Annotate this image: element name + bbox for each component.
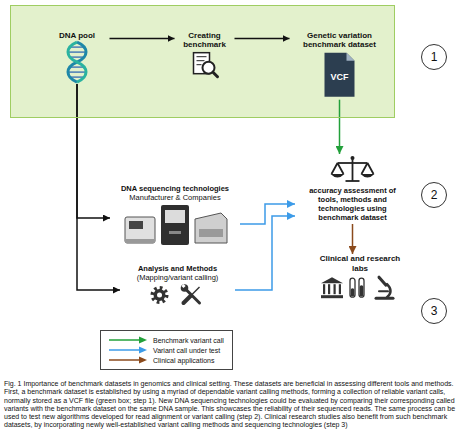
step-number: 1 <box>421 44 447 70</box>
sequencer-machines <box>125 205 227 245</box>
node-heading: Creating benchmark <box>177 31 233 50</box>
method-node: Analysis and Methods(Mapping/variant cal… <box>120 264 235 308</box>
legend-entry: Benchmark variant call <box>109 335 224 345</box>
vcf-file-icon <box>325 53 355 97</box>
flow-arrow <box>235 38 290 40</box>
flow-arrow <box>110 38 175 40</box>
flow-arrow <box>352 224 354 254</box>
step-number-text: 1 <box>431 50 438 64</box>
process-node: Creating benchmark <box>175 30 235 80</box>
assessment-node: accuracy assessment of tools, methods an… <box>295 154 410 224</box>
technology-node: DNA sequencing technologiesManufacturer … <box>110 184 240 248</box>
flow-arrow <box>339 100 341 154</box>
step-number-text: 3 <box>431 304 438 318</box>
search-document-icon <box>194 53 218 77</box>
legend-label: Clinical applications <box>153 357 214 364</box>
step-number-text: 2 <box>431 188 438 202</box>
legend-arrow-sample <box>109 356 147 364</box>
source-node: DNA pool <box>45 30 110 85</box>
node-heading: DNA pool <box>47 31 108 41</box>
legend-box: Benchmark variant callVariant call under… <box>100 330 233 370</box>
dataset-node: Genetic variation benchmark dataset <box>290 30 390 100</box>
flow-arrow <box>77 84 110 218</box>
flow-arrow <box>77 84 120 290</box>
step-number: 3 <box>421 298 447 324</box>
node-subtext: Manufacturer & Companies <box>112 193 238 202</box>
node-heading: Clinical and research labs <box>317 254 403 273</box>
tools-icons <box>153 284 200 303</box>
node-heading: Genetic variation benchmark dataset <box>292 31 388 50</box>
dna-helix-icon <box>68 42 86 82</box>
file-format-label: VCF <box>331 73 349 82</box>
caption-text: Fig. 1 Importance of benchmark datasets … <box>4 380 470 430</box>
step-one-fill <box>10 5 395 118</box>
legend-entry: Clinical applications <box>109 355 224 365</box>
application-node: Clinical and research labs <box>315 254 405 303</box>
flow-arrow <box>235 216 295 290</box>
legend-arrow-sample <box>109 336 147 344</box>
node-subtext: (Mapping/variant calling) <box>122 273 233 282</box>
node-heading: accuracy assessment of tools, methods an… <box>303 186 402 222</box>
node-heading: Analysis and Methods <box>122 264 233 273</box>
node-heading: DNA sequencing technologies <box>112 184 238 193</box>
lab-icons <box>321 277 393 298</box>
legend-arrow-sample <box>109 346 147 354</box>
step-one-box: DNA pool Creating benchmark Genetic variat… <box>10 5 395 118</box>
legend-label: Variant call under test <box>153 347 220 354</box>
legend-label: Benchmark variant call <box>153 337 224 344</box>
legend-entry: Variant call under test <box>109 345 224 355</box>
figure-caption: Fig. 1 Importance of benchmark datasets … <box>4 380 470 430</box>
balance-scale-icon <box>331 156 375 181</box>
step-number: 2 <box>421 182 447 208</box>
flow-arrow <box>240 204 295 224</box>
